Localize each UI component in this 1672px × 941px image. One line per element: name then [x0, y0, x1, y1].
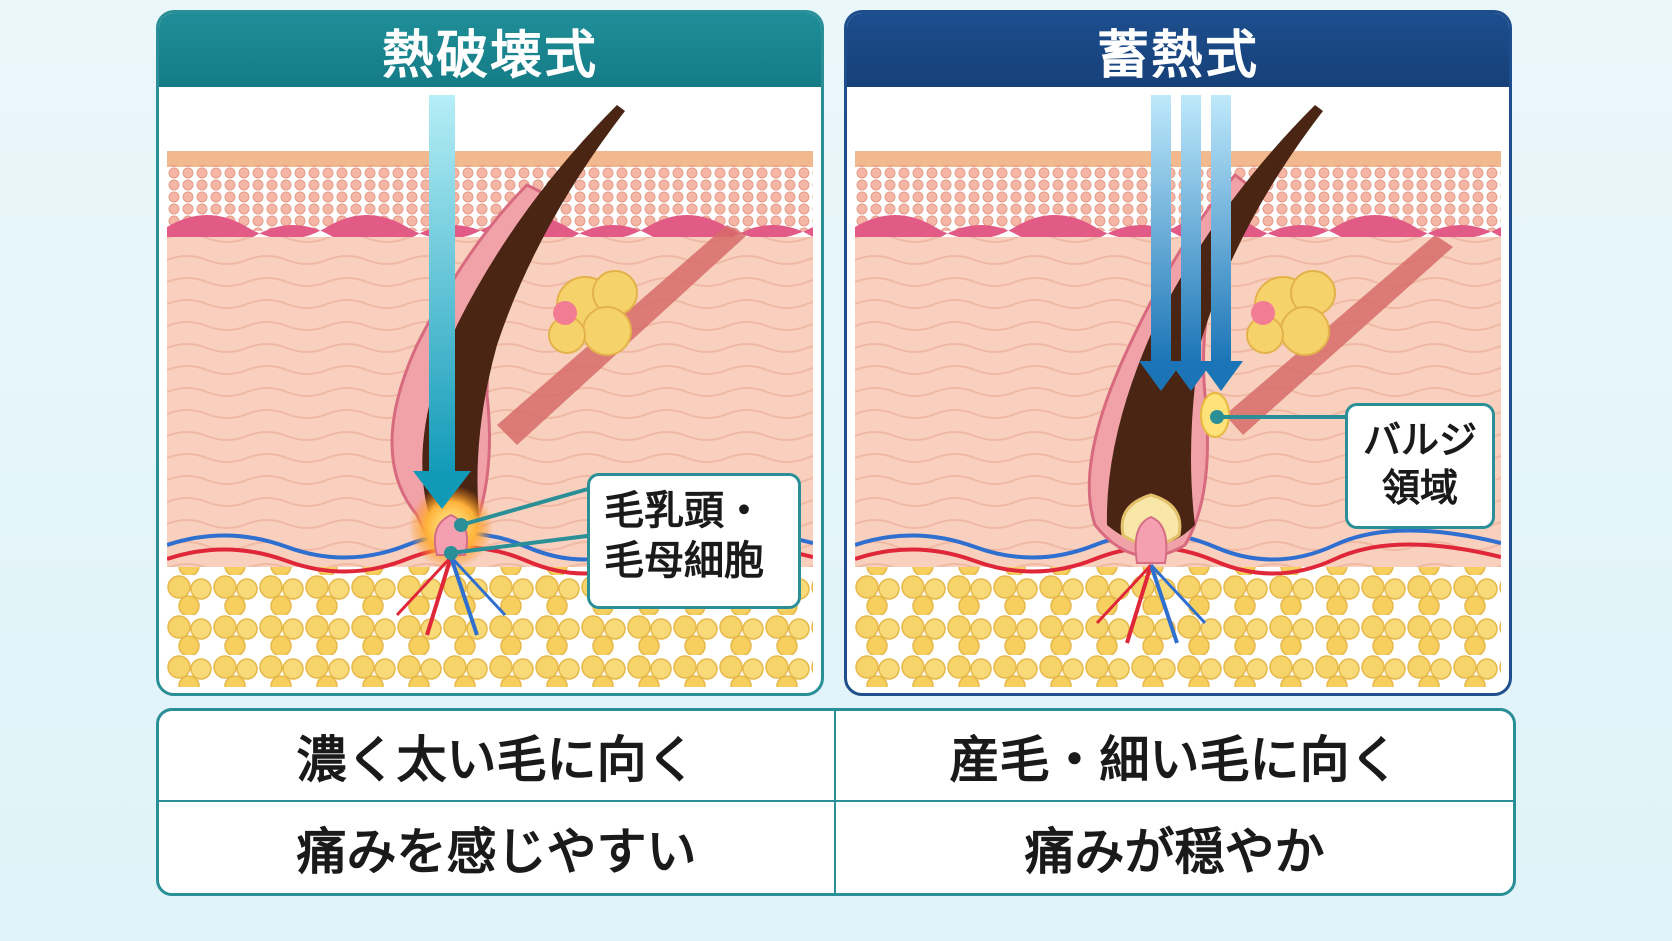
hair-follicle-diagram	[167, 95, 813, 687]
label-papilla-matrix: 毛乳頭・ 毛母細胞	[587, 473, 801, 609]
table-cell: 産毛・細い毛に向く	[836, 711, 1513, 802]
hair-shaft	[1106, 105, 1323, 545]
arrow-beam-icon	[413, 95, 471, 509]
dotted-layer	[167, 165, 813, 231]
label-line-2: 領域	[1381, 466, 1458, 510]
label-line-1: バルジ	[1362, 418, 1477, 462]
label-line-2: 毛母細胞	[604, 538, 764, 584]
panel-title: 蓄熱式	[847, 13, 1509, 87]
arrow-beam-icon	[1139, 95, 1243, 391]
epidermis-layer	[167, 151, 813, 167]
table-cell: 痛みが穏やか	[1024, 822, 1325, 881]
comparison-table: 濃く太い毛に向く 産毛・細い毛に向く 痛みを感じやすい 痛みが穏やか	[156, 708, 1516, 896]
hair-follicle-diagram	[855, 95, 1501, 687]
panel-heat-destruction: 熱破壊式	[156, 10, 824, 696]
table-cell: 痛みを感じやすい	[159, 802, 836, 893]
label-bulge-region: バルジ 領域	[1345, 403, 1495, 529]
table-cell: 濃く太い毛に向く	[159, 711, 836, 802]
sebaceous-gland-icon	[1246, 270, 1336, 356]
panel-heat-storage: 蓄熱式	[844, 10, 1512, 696]
label-line-1: 毛乳頭・	[604, 488, 764, 534]
sebaceous-gland-icon	[548, 270, 638, 356]
dermal-papilla	[1134, 515, 1168, 564]
erector-muscle	[1225, 235, 1453, 435]
hair-shaft	[422, 105, 625, 530]
panel-title: 熱破壊式	[159, 13, 821, 87]
